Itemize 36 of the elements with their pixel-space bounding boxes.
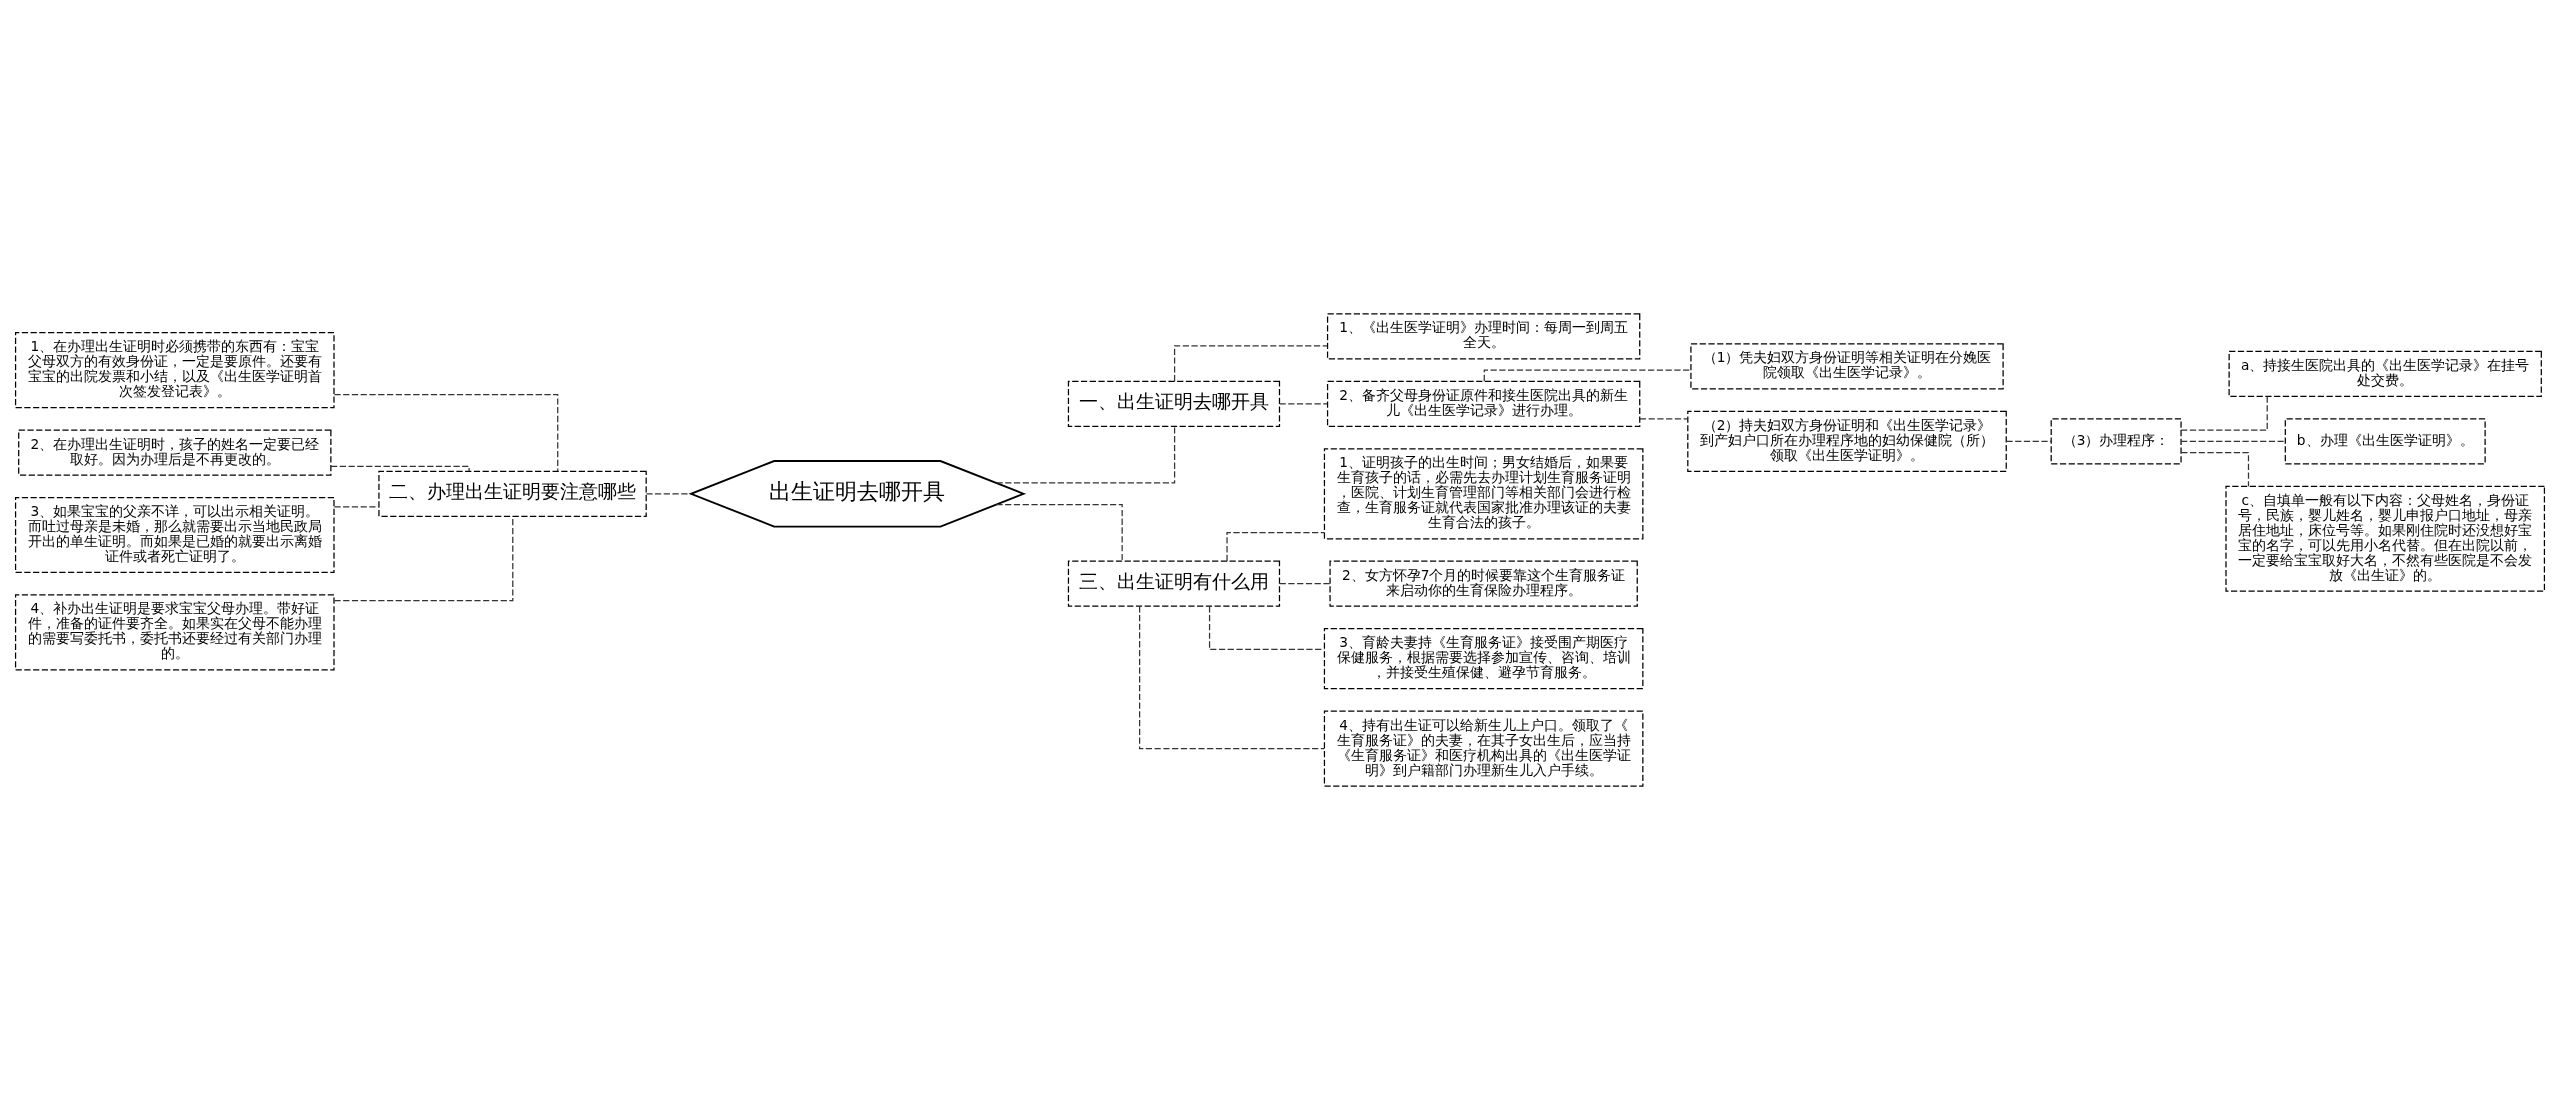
node-box: a、持接生医院出具的《出生医学记录》在挂号处交费。 — [2228, 350, 2542, 397]
connector — [1173, 344, 1328, 382]
node-box: 三、出生证明有什么用 — [1067, 560, 1281, 607]
connector — [995, 503, 1123, 561]
node-box: 4、持有出生证可以给新生儿上户口。领取了《生育服务证》的夫妻，在其子女出生后，应当持《生育服务证》和医疗机构出具的《出生医学证明》到户籍部门办理新生儿入户手续。 — [1323, 709, 1644, 787]
node-box: b、办理《出生医学证明》。 — [2284, 417, 2486, 464]
connector — [330, 465, 470, 472]
connector — [333, 515, 514, 601]
node-box: （3）办理程序： — [2050, 417, 2182, 464]
node-box: 4、补办出生证明是要求宝宝父母办理。带好证件，准备的证件要齐全。如果实在父母不能办理的需要写委托书，委托书还要经过有关部门办理的。 — [14, 593, 335, 670]
node-box: c、自填单一般有以下内容：父母姓名，身份证号，民族，婴儿姓名，婴儿申报户口地址，母亲居住地址，床位号等。如果刚住院时还没想好宝宝的名字，可以先用小名代替。但在出院以前，一定要给宝宝取好大名，不然有些医院是不会发放《出生证》的。 — [2225, 485, 2546, 592]
node-box: （1）凭夫妇双方身份证明等相关证明在分娩医院领取《出生医学记录》。 — [1690, 342, 2004, 390]
connector — [645, 492, 692, 494]
node-box: 一、出生证明去哪开具 — [1067, 380, 1281, 427]
connector — [1208, 605, 1325, 650]
node-box: 1、证明孩子的出生时间；男女结婚后，如果要生育孩子的话，必需先去办理计划生育服务证明，医院、计划生育管理部门等相关部门会进行检查，生育服务证就代表国家批准办理该证的夫妻生育合法的孩子。 — [1323, 447, 1644, 539]
node-box: 3、如果宝宝的父亲不详，可以出示相关证明。而吐过母亲是未婚，那么就需要出示当地民政局开出的单生证明。而如果是已婚的就要出示离婚证件或者死亡证明了。 — [14, 496, 335, 573]
node-box: 2、备齐父母身份证原件和接生医院出具的新生儿《出生医学记录》进行办理。 — [1326, 380, 1641, 427]
connector — [2005, 440, 2052, 442]
connector — [1279, 402, 1329, 405]
node-box: 1、《出生医学证明》办理时间：每周一到周五全天。 — [1326, 312, 1641, 360]
node-box: 1、在办理出生证明时必须携带的东西有：宝宝父母双方的有效身份证，一定是要原件。还要有宝宝的出院发票和小结，以及《出生医学证明首次签发登记表》。 — [14, 331, 335, 408]
connector — [1139, 605, 1325, 749]
connector — [2180, 451, 2250, 487]
node-box: 二、办理出生证明要注意哪些 — [378, 470, 647, 517]
connector — [2180, 440, 2286, 442]
connector — [333, 393, 559, 472]
node-box: （2）持夫妇双方身份证明和《出生医学记录》到产妇户口所在办理程序地的妇幼保健院（所）领取《出生医学证明》。 — [1687, 410, 2007, 472]
connector — [1639, 417, 1689, 419]
connector — [2180, 395, 2268, 431]
node-box: 2、女方怀孕7个月的时候要靠这个生育服务证来启动你的生育保险办理程序。 — [1329, 560, 1638, 607]
connector — [333, 505, 380, 508]
node-box: 3、育龄夫妻持《生育服务证》接受围产期医疗保健服务，根据需要选择参加宣传、咨询、培训，并接受生殖保健、避孕节育服务。 — [1323, 627, 1644, 689]
node-box: 2、在办理出生证明时，孩子的姓名一定要已经取好。因为办理后是不再更改的。 — [18, 429, 332, 476]
connector — [995, 425, 1176, 484]
connector — [1279, 582, 1331, 584]
